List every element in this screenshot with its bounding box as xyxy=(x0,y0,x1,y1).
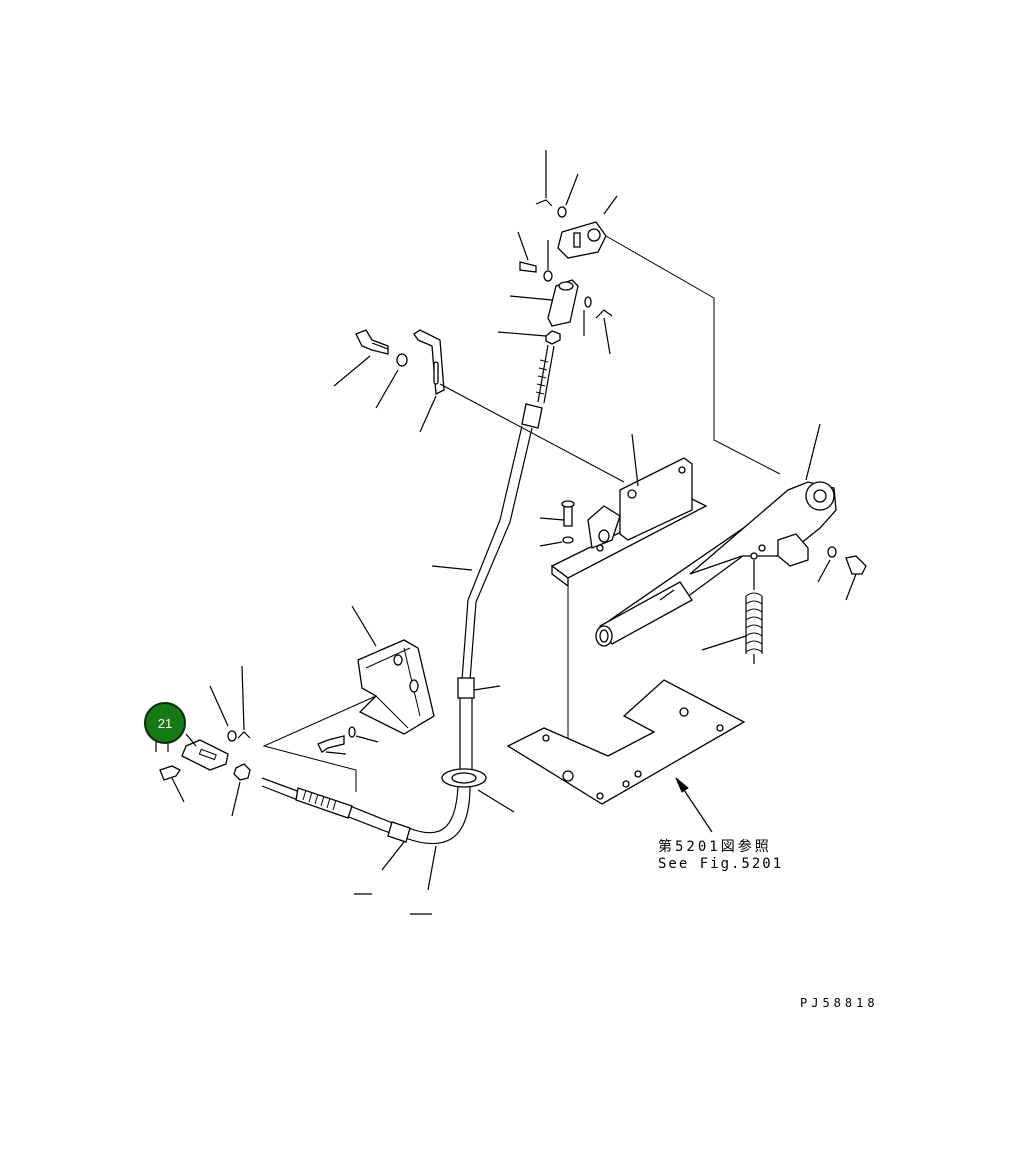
control-cable xyxy=(261,344,555,915)
bracket-bolt-assembly xyxy=(333,329,445,433)
reference-en-label: See Fig.5201 xyxy=(658,856,784,872)
floor-plate xyxy=(506,679,746,833)
part-callout-label: 21 xyxy=(157,715,173,731)
pedal-lever-assembly xyxy=(439,235,867,772)
drawing-number: PJ58818 xyxy=(800,996,879,1010)
clevis-pin-assembly xyxy=(497,231,613,355)
reference-jp-label: 第5201図参照 xyxy=(658,839,772,855)
cable-mount-bracket xyxy=(262,605,435,792)
top-pin-assembly xyxy=(535,150,618,259)
part-callout-marker[interactable]: 21 xyxy=(144,702,186,744)
cable-end-parts xyxy=(155,665,251,817)
